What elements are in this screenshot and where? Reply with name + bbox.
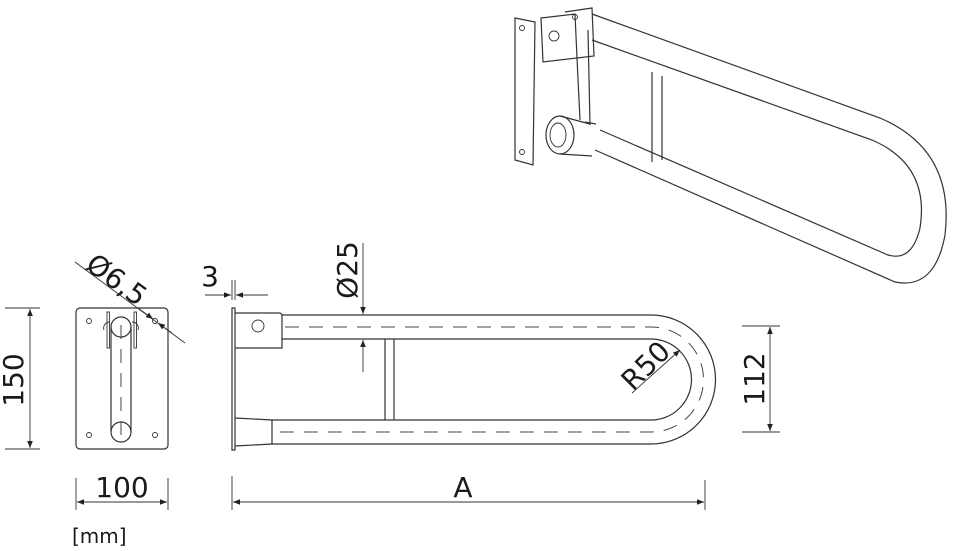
plate-front-view <box>75 307 169 450</box>
mounting-hole <box>86 432 92 438</box>
tube-diameter-label: Ø25 <box>331 241 364 299</box>
bar-side-view <box>231 307 717 451</box>
dimension-150: 150 <box>0 307 40 450</box>
plate-height-label: 150 <box>0 353 30 406</box>
dimension-112: 112 <box>738 325 780 433</box>
dimension-100: 100 <box>75 471 169 510</box>
bar-height-label: 112 <box>738 352 771 405</box>
mounting-hole <box>152 432 158 438</box>
dimension-length: A <box>231 471 706 510</box>
plate-thickness-label: 3 <box>201 260 219 293</box>
length-label: A <box>453 471 472 504</box>
hole-diameter-label: Ø6,5 <box>80 247 153 313</box>
plate-width-label: 100 <box>95 471 148 504</box>
perspective-view <box>514 7 947 284</box>
bend-radius-label: R50 <box>615 335 677 397</box>
units-label: [mm] <box>72 524 127 548</box>
dimension-tube-diameter: Ø25 <box>331 241 366 372</box>
dimension-3: 3 <box>201 260 268 300</box>
mounting-hole <box>152 318 158 324</box>
mounting-hole <box>86 318 92 324</box>
